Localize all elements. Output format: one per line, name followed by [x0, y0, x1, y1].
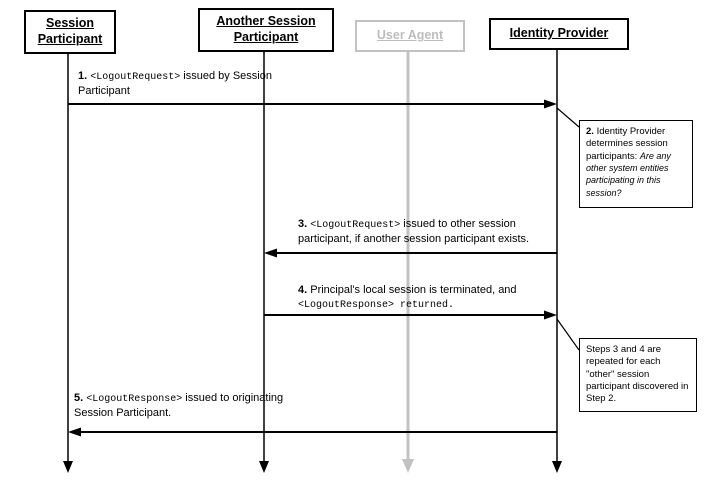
actor-user-agent-label: User Agent	[376, 28, 444, 43]
note-step-2-question: Are any other system entities participat…	[586, 150, 671, 198]
message-1-code: <LogoutRequest>	[90, 72, 181, 83]
note-step-2-number: 2.	[586, 126, 597, 137]
message-1-text: issued by Session Participant	[78, 70, 272, 97]
note-step-2: 2. Identity Provider determines session …	[579, 120, 693, 208]
message-4-text: returned.	[394, 300, 455, 312]
message-3-step-number: 3.	[298, 218, 311, 230]
note-repeat-steps: Steps 3 and 4 are repeated for each "oth…	[579, 338, 697, 412]
actor-identity-provider: Identity Provider	[489, 18, 629, 50]
message-3-code: <LogoutRequest>	[310, 220, 401, 231]
message-3-label: 3. <LogoutRequest> issued to other sessi…	[298, 217, 556, 246]
arrow-logout-request-to-idp	[68, 99, 557, 109]
arrow-logout-request-to-other-participant	[264, 248, 557, 258]
lifeline-session-participant	[63, 30, 73, 473]
actor-session-participant-label: Session Participant	[37, 16, 103, 46]
message-4-label: 4. Principal's local session is terminat…	[298, 283, 558, 312]
lifeline-another-session-participant	[259, 30, 269, 473]
message-1-step-number: 1.	[78, 70, 91, 82]
message-1-label: 1. <LogoutRequest> issued by Session Par…	[78, 69, 278, 98]
message-5-text: issued to originating Session Participan…	[74, 392, 284, 419]
actor-user-agent: User Agent	[355, 20, 465, 52]
actor-identity-provider-label: Identity Provider	[509, 26, 609, 41]
message-3-text: issued to other session participant, if …	[298, 218, 530, 245]
actor-session-participant: Session Participant	[24, 10, 116, 54]
actor-another-session-participant: Another Session Participant	[198, 8, 334, 52]
message-4-step-number: 4.	[298, 284, 311, 296]
note-step-2-text: Identity Provider determines session par…	[586, 126, 668, 162]
message-5-step-number: 5.	[74, 392, 87, 404]
message-5-code: <LogoutResponse>	[86, 394, 183, 405]
arrow-logout-response-to-originator	[68, 427, 557, 437]
arrow-logout-response-to-idp	[264, 310, 557, 320]
message-4-pre-text: Principal's local session is terminated,…	[310, 284, 517, 296]
lifeline-user-agent	[402, 35, 414, 473]
actor-another-session-participant-label: Another Session Participant	[216, 14, 316, 44]
note-2-connector	[556, 107, 580, 128]
lifeline-identity-provider	[552, 30, 562, 473]
note-repeat-connector	[556, 318, 580, 351]
message-5-label: 5. <LogoutResponse> issued to originatin…	[74, 391, 294, 420]
message-4-code: <LogoutResponse>	[298, 300, 395, 312]
note-repeat-steps-text: Steps 3 and 4 are repeated for each "oth…	[586, 344, 689, 405]
